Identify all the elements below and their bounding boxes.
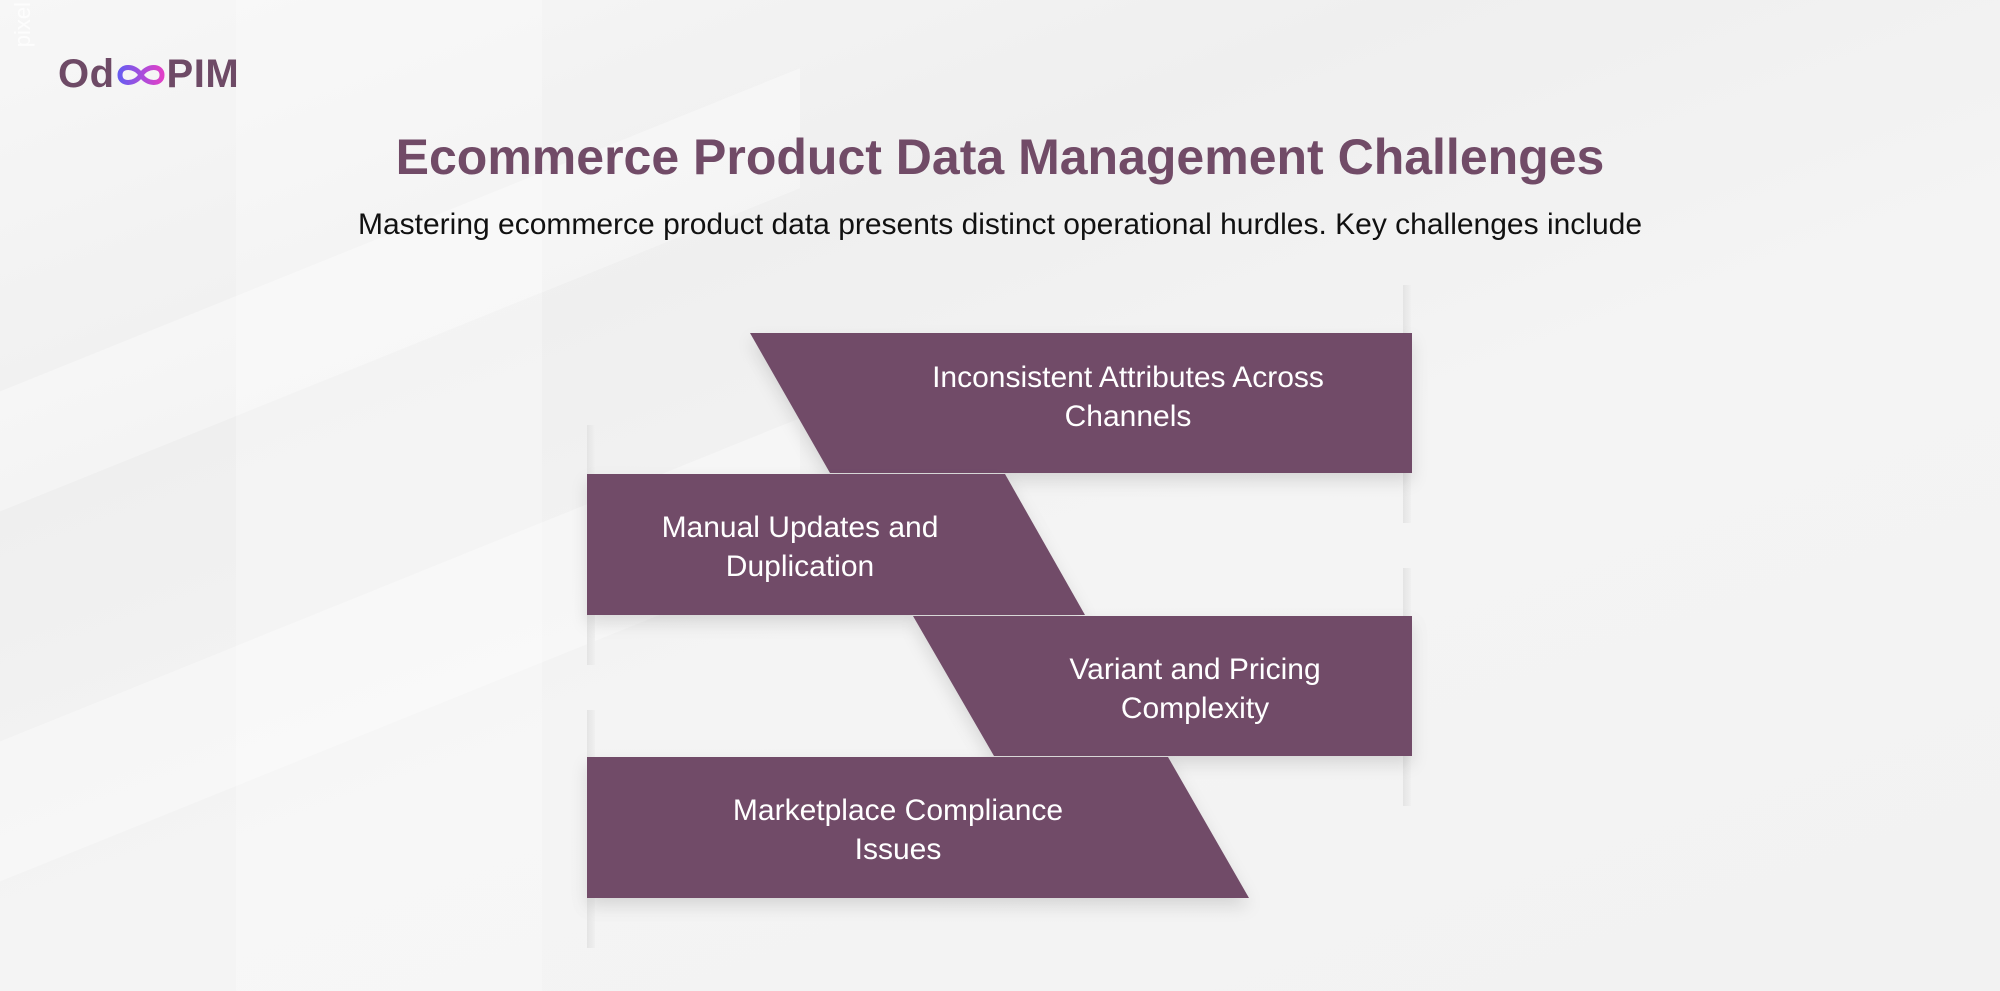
challenge-label-3: Variant and Pricing Complexity [955,650,1435,728]
logo-text-right: PIM [166,52,240,96]
challenge-label-4: Marketplace Compliance Issues [658,791,1138,869]
page-subtitle: Mastering ecommerce product data present… [357,208,1643,241]
challenge-banner-3 [913,616,1412,756]
challenge-line: Duplication [725,550,875,583]
challenge-banner-4 [587,757,1249,898]
background-column [236,0,542,991]
challenge-label-2: Manual Updates and Duplication [560,508,1040,586]
challenge-line: Manual Updates and [661,511,939,544]
challenge-line: Complexity [1120,692,1270,725]
challenge-banner-1 [750,333,1412,473]
challenge-label-1: Inconsistent Attributes Across Channels [888,358,1368,436]
page-title: Ecommerce Product Data Management Challe… [395,129,1605,185]
challenge-line: Issues [854,833,942,866]
infinity-logo-icon [117,64,165,85]
challenge-line: Channels [1064,400,1192,433]
logo-text-left: Od [58,52,115,96]
challenge-line: Inconsistent Attributes Across [932,361,1324,394]
challenge-line: Variant and Pricing [1069,653,1321,686]
logo: Od PIM [58,52,239,97]
challenge-banner-2 [587,474,1085,615]
challenge-line: Marketplace Compliance [732,794,1064,827]
